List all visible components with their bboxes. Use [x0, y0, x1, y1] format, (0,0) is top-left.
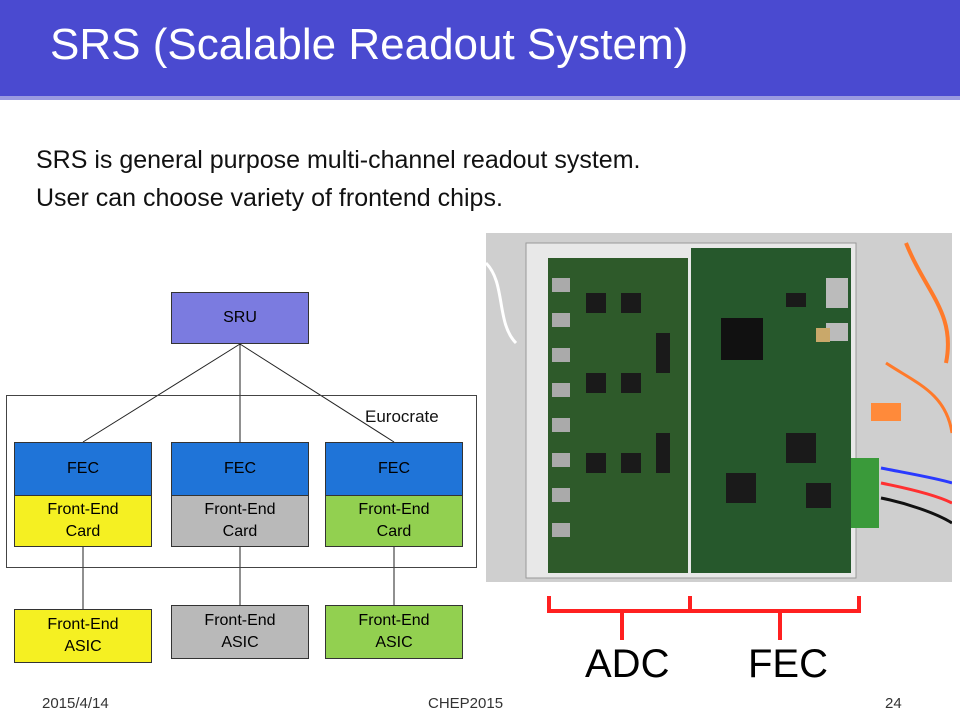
hardware-photo-image — [486, 233, 952, 582]
sru-label: SRU — [223, 309, 257, 326]
sru-to-fec3-line — [239, 343, 395, 443]
footer-conference: CHEP2015 — [428, 695, 504, 712]
eurocrate-frame — [6, 395, 477, 568]
title-bar: SRS (Scalable Readout System) — [0, 0, 960, 100]
sru-box: SRU — [171, 292, 309, 344]
slide-title: SRS (Scalable Readout System) — [50, 20, 689, 69]
fec-label: FEC — [67, 460, 99, 477]
adc-brace — [547, 596, 692, 640]
footer-page-number: 24 — [885, 695, 902, 712]
eurocrate-label: Eurocrate — [365, 407, 439, 426]
adc-label: ADC — [585, 642, 670, 686]
sru-to-fec1-line — [82, 343, 241, 443]
title-shadow — [0, 96, 960, 100]
bullet-line-2: User can choose variety of frontend chip… — [36, 184, 503, 212]
bullet-line-1: SRS is general purpose multi-channel rea… — [36, 146, 641, 174]
fec-label: FEC — [224, 460, 256, 477]
hardware-photo — [486, 233, 952, 582]
fec-label: FEC — [378, 460, 410, 477]
fec-brace — [692, 596, 861, 640]
fec-photo-label: FEC — [748, 642, 828, 686]
fec-box-2: FEC — [171, 442, 309, 496]
footer-date: 2015/4/14 — [42, 695, 109, 712]
fec-box-1: FEC — [14, 442, 152, 496]
fec-box-3: FEC — [325, 442, 463, 496]
